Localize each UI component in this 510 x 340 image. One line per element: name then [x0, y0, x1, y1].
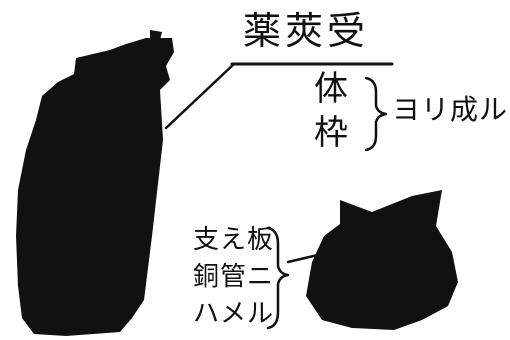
body-label-line-2: 枠 [314, 113, 348, 153]
body-brace [364, 76, 388, 152]
stand-silhouette [306, 190, 458, 330]
cartridge-catcher-silhouette [16, 38, 174, 336]
title-leader-line [164, 62, 236, 130]
ink-speck [150, 30, 162, 40]
stand-label-line-2: 銅管ニ [193, 262, 275, 292]
body-suffix-label: ヨリ成ル [392, 93, 509, 126]
stand-label-line-1: 支え板 [193, 225, 275, 255]
stand-brace [266, 226, 290, 330]
stand-leader-line [286, 252, 324, 264]
title-label: 薬莢受 [243, 9, 370, 53]
body-label-line-1: 体 [314, 69, 348, 109]
stand-label-line-3: ハメル [193, 299, 275, 329]
